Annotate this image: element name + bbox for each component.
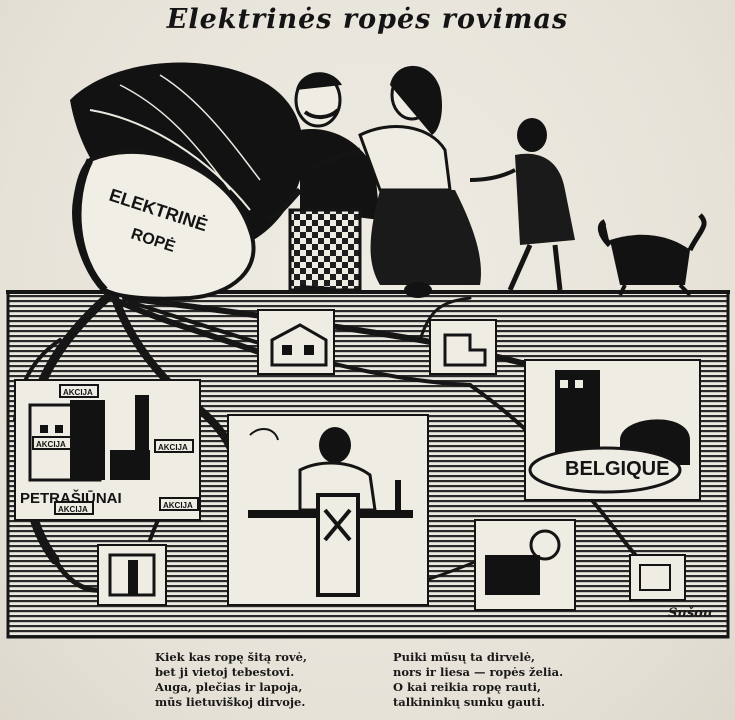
- dog-figure: [597, 213, 707, 297]
- akcija-tags: AKCIJA AKCIJA AKCIJA AKCIJA AKCIJA: [32, 384, 199, 515]
- caption-line: O kai reikia ropę rauti,: [393, 680, 541, 694]
- caption-line: bet ji vietoj tebestovi.: [155, 665, 295, 679]
- caption-right-verse: Puiki mūsų ta dirvelė, nors ir liesa — r…: [393, 650, 563, 710]
- cartoon-illustration: ELEKTRINĖ ROPĖ PETRAŠIŪNAI BELGIQUE AKCI…: [6, 62, 730, 639]
- petrasiunai-label: PETRAŠIŪNAI: [20, 489, 122, 507]
- artist-signature: Sušou: [668, 606, 713, 621]
- caption-line: Auga, plečias ir lapoja,: [155, 680, 303, 694]
- akcija-tag: AKCIJA: [63, 388, 93, 397]
- granddaughter-figure: [469, 118, 575, 292]
- caption-left-verse: Kiek kas ropę šitą rovė, bet ji vietoj t…: [155, 650, 307, 710]
- vignette-clerk-desk: [227, 414, 429, 606]
- akcija-tag: AKCIJA: [163, 501, 193, 510]
- cartoon-title: Elektrinės ropės rovimas: [166, 4, 569, 35]
- caption-line: talkininkų sunku gauti.: [393, 695, 545, 709]
- vignette-house: [257, 309, 335, 375]
- vignette-small-building-right: [629, 554, 686, 601]
- akcija-tag: AKCIJA: [36, 440, 66, 449]
- vignette-small-factory: [429, 319, 497, 375]
- caption-line: nors ir liesa — ropės želia.: [393, 665, 564, 679]
- vignette-motor: [474, 519, 576, 611]
- akcija-tag: AKCIJA: [158, 443, 188, 452]
- belgique-label: BELGIQUE: [565, 458, 669, 480]
- akcija-tag: AKCIJA: [58, 505, 88, 514]
- vignette-small-building-left: [97, 544, 167, 606]
- vignette-belgique: [524, 359, 701, 501]
- caption-line: Puiki mūsų ta dirvelė,: [393, 650, 536, 664]
- caption-line: Kiek kas ropę šitą rovė,: [155, 650, 307, 664]
- caption-line: mūs lietuviškoj dirvoje.: [155, 695, 306, 709]
- turnip-body: [72, 149, 256, 301]
- grandmother-figure: [309, 65, 481, 298]
